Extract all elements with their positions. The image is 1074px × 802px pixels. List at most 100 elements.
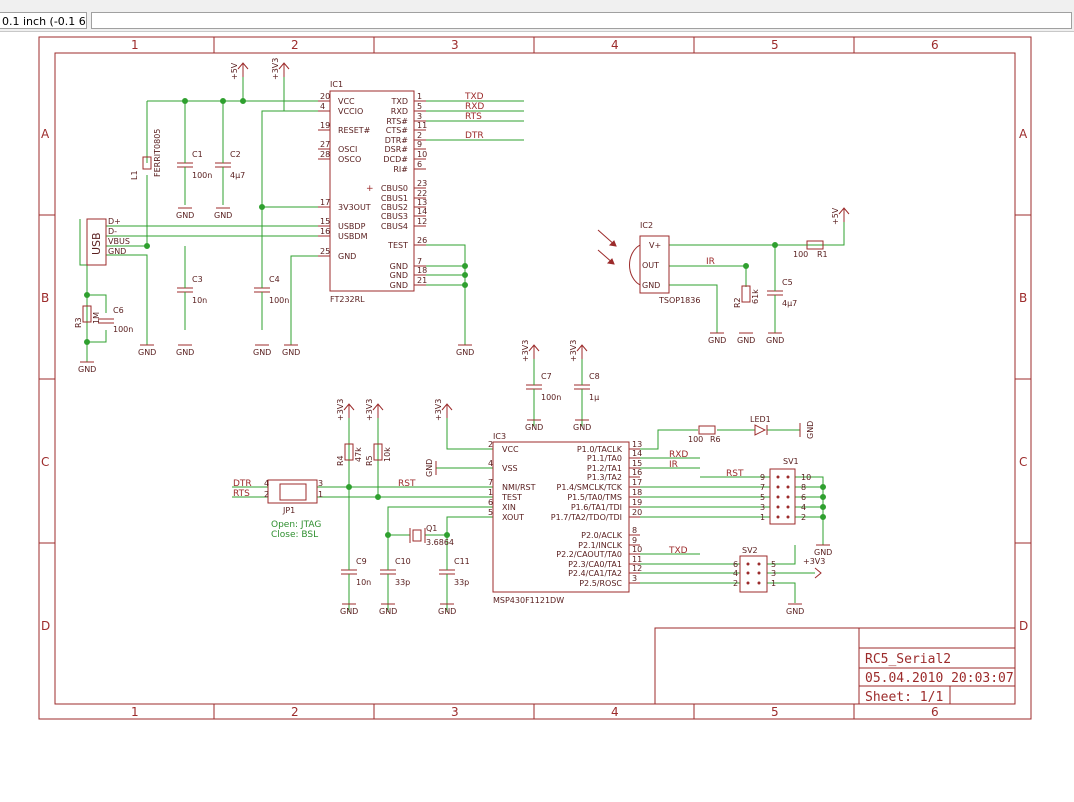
frame-row-label: B bbox=[41, 291, 49, 305]
c6-value: 100n bbox=[113, 325, 133, 334]
led1[interactable]: LED1 bbox=[750, 415, 771, 436]
c4-value: 100n bbox=[269, 296, 289, 305]
sv1-pad bbox=[776, 495, 780, 499]
c5-value: 4µ7 bbox=[782, 299, 797, 308]
ic1-pin-label: RTS# bbox=[386, 117, 408, 126]
usb-pin-vbus: VBUS bbox=[108, 237, 130, 246]
r4-value: 47k bbox=[354, 447, 363, 462]
ic1-ft232rl[interactable]: IC1 FT232RL 20VCC4VCCIO19RESET#27OSCI28O… bbox=[318, 80, 427, 304]
ic2-tsop1836[interactable]: IC2 TSOP1836 V+ OUT GND bbox=[597, 221, 700, 305]
r2-name: R2 bbox=[733, 297, 742, 308]
sv1-pin-number: 5 bbox=[760, 493, 765, 502]
ic1-pin-label: DCD# bbox=[383, 155, 408, 164]
ic1-pin-label: GND bbox=[390, 281, 408, 290]
sv2-pin-number: 2 bbox=[733, 579, 738, 588]
net-ir-ic3: IR bbox=[669, 460, 678, 470]
ic1-pin-label: CBUS0 bbox=[381, 184, 408, 193]
supply-arrow-icon: +5V bbox=[230, 62, 249, 80]
r4-resistor[interactable]: R4 47k bbox=[336, 443, 363, 466]
ic3-pin-number: 12 bbox=[632, 564, 642, 573]
svg-text:+3V3: +3V3 bbox=[521, 340, 530, 362]
ground-icon: GND bbox=[814, 544, 832, 557]
ic3-pin-number: 18 bbox=[632, 488, 642, 497]
c2-name: C2 bbox=[230, 150, 241, 159]
frame-col-label: 5 bbox=[771, 38, 779, 52]
coordinate-display: 0.1 inch (-0.1 6.8) bbox=[0, 12, 87, 29]
ic3-value: MSP430F1121DW bbox=[493, 596, 564, 605]
svg-text:GND: GND bbox=[253, 348, 271, 357]
ic3-pin-label: TEST bbox=[501, 493, 522, 502]
svg-text:+5V: +5V bbox=[230, 62, 239, 80]
c11-value: 33p bbox=[454, 578, 469, 587]
svg-text:GND: GND bbox=[282, 348, 300, 357]
sv2-pad bbox=[757, 581, 761, 585]
ic2-name: IC2 bbox=[640, 221, 653, 230]
ic3-msp430[interactable]: IC3 MSP430F1121DW 2VCC4VSS7NMI/RST1TEST6… bbox=[488, 432, 642, 605]
ic3-pin-label: P2.5/ROSC bbox=[579, 579, 622, 588]
title-block: RC5_Serial2 05.04.2010 20:03:07 Sheet: 1… bbox=[654, 627, 1016, 705]
c11-name: C11 bbox=[454, 557, 470, 566]
sv2-pin-number: 6 bbox=[733, 560, 738, 569]
sv2-pad bbox=[746, 571, 750, 575]
ic1-pin-number: 27 bbox=[320, 140, 330, 149]
sv1-pin-number: 1 bbox=[760, 513, 765, 522]
c5-capacitor[interactable]: C5 4µ7 bbox=[767, 278, 797, 333]
ic3-pin-number: 10 bbox=[632, 545, 642, 554]
frame-col-label: 6 bbox=[931, 38, 939, 52]
svg-text:+3V3: +3V3 bbox=[434, 399, 443, 421]
ic1-pin-number: 21 bbox=[417, 276, 427, 285]
ic1-pin-label: TEST bbox=[387, 241, 408, 250]
jp1-jumper[interactable]: 4 2 3 1 JP1 Open: JTAG Close: BSL bbox=[264, 479, 323, 540]
frame-col-label: 1 bbox=[131, 38, 139, 52]
net-dtr-jp1: DTR bbox=[233, 479, 252, 489]
ic1-marker: + bbox=[366, 184, 374, 194]
r3-value: 1M bbox=[92, 312, 101, 324]
c11-capacitor[interactable]: C11 33p bbox=[439, 557, 470, 612]
l1-ferrite[interactable]: L1 FERRIT0805 bbox=[130, 129, 162, 180]
ic1-pin-label: GND bbox=[390, 262, 408, 271]
ic3-pin-number: 8 bbox=[632, 526, 637, 535]
svg-text:+3V3: +3V3 bbox=[271, 58, 280, 80]
sv1-name: SV1 bbox=[783, 457, 799, 466]
ic1-pin-number: 13 bbox=[417, 198, 427, 207]
q1-crystal[interactable]: Q1 3.6864 bbox=[409, 524, 454, 547]
frame-row-label: A bbox=[41, 127, 50, 141]
ic3-pin-label: P2.1/INCLK bbox=[578, 541, 623, 550]
c5-name: C5 bbox=[782, 278, 793, 287]
supply-arrow-icon: +3V3 bbox=[434, 399, 453, 421]
ic1-pin-label: CBUS2 bbox=[381, 203, 408, 212]
ic1-pin-number: 26 bbox=[417, 236, 427, 245]
q1-name: Q1 bbox=[426, 524, 437, 533]
sv1-pad bbox=[776, 505, 780, 509]
ground-icon: GND bbox=[253, 344, 271, 357]
ic2-value: TSOP1836 bbox=[658, 296, 700, 305]
ic1-pin-label: OSCO bbox=[338, 155, 361, 164]
r4-name: R4 bbox=[336, 455, 345, 466]
usb-connector[interactable]: USB D+ D- VBUS GND bbox=[86, 217, 130, 266]
ground-icon: GND bbox=[786, 603, 804, 616]
command-input[interactable] bbox=[91, 12, 1072, 29]
supply-arrow-icon: +5V bbox=[831, 207, 850, 225]
sv2-pin-number: 5 bbox=[771, 560, 776, 569]
ic1-pin-number: 1 bbox=[417, 92, 422, 101]
sv1-pin-number: 10 bbox=[801, 473, 811, 482]
l1-value: FERRIT0805 bbox=[153, 129, 162, 177]
ic1-pin-label: CBUS1 bbox=[381, 194, 408, 203]
